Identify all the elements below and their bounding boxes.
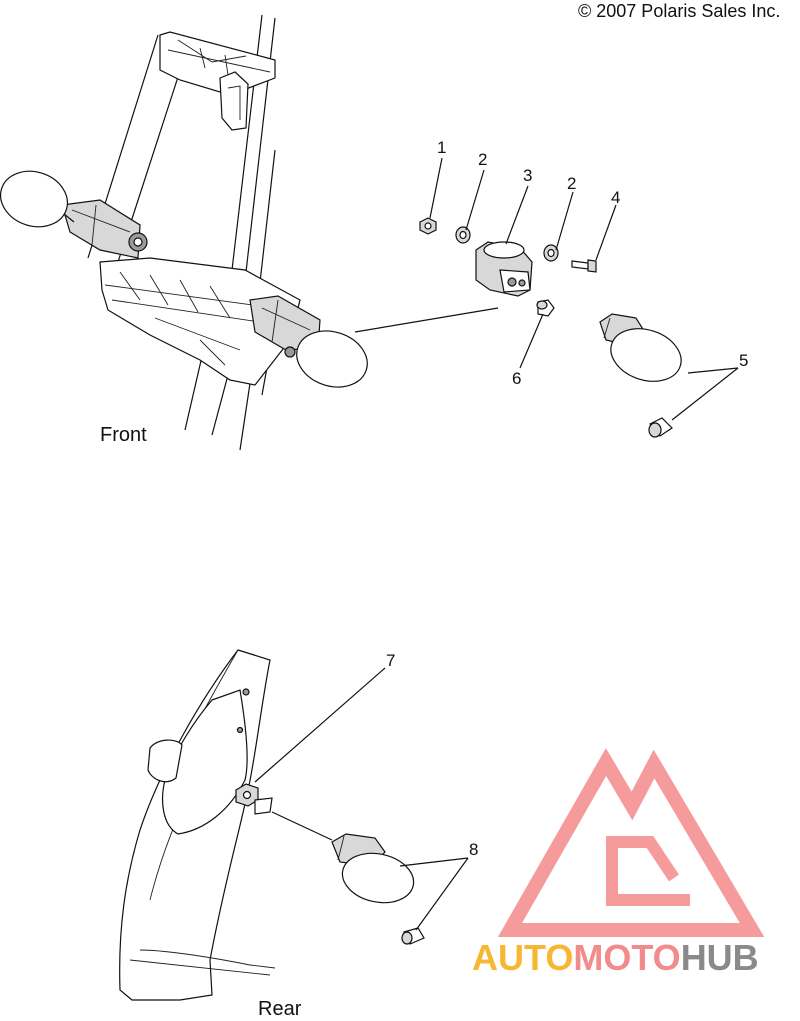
watermark-word-moto: MOTO — [573, 937, 680, 978]
callout-3: 3 — [523, 166, 532, 185]
callout-8: 8 — [469, 840, 478, 859]
copyright-notice: © 2007 Polaris Sales Inc. — [578, 1, 781, 21]
part-4-bolt — [571, 259, 597, 273]
callout-5: 5 — [739, 351, 748, 370]
front-callout-leaders — [429, 157, 739, 421]
part-5-bulb — [648, 417, 673, 438]
callout-7: 7 — [386, 651, 395, 670]
watermark-text: AUTOMOTOHUB — [472, 937, 759, 978]
callout-2-left: 2 — [478, 150, 487, 169]
front-right-turn-signal — [249, 295, 368, 388]
callout-2-right: 2 — [567, 174, 576, 193]
part-2-washer-left — [455, 226, 471, 244]
front-label: Front — [100, 424, 147, 446]
callout-4: 4 — [611, 188, 620, 207]
watermark-word-hub: HUB — [681, 937, 759, 978]
front-fork-assembly — [87, 14, 301, 451]
part-1-nut — [419, 217, 437, 235]
watermark-logo — [497, 748, 765, 937]
rear-bulb — [401, 927, 425, 945]
rear-callout-leaders — [254, 667, 469, 931]
front-leader-line — [354, 307, 499, 333]
rear-label: Rear — [258, 998, 302, 1020]
callout-numbers: 1 2 3 2 4 5 6 7 8 — [386, 138, 748, 859]
part-2-washer-right — [543, 244, 559, 262]
exploded-parts-front — [419, 217, 682, 438]
front-left-turn-signal — [0, 170, 148, 259]
callout-1: 1 — [437, 138, 446, 157]
callout-6: 6 — [512, 369, 521, 388]
part-5-signal-lens — [599, 313, 682, 382]
part-3-clamp-bracket — [475, 241, 533, 297]
rear-fender-assembly — [119, 649, 333, 1001]
watermark-word-auto: AUTO — [472, 937, 573, 978]
part-6-pin — [536, 299, 555, 317]
rear-right-turn-signal — [331, 833, 415, 904]
